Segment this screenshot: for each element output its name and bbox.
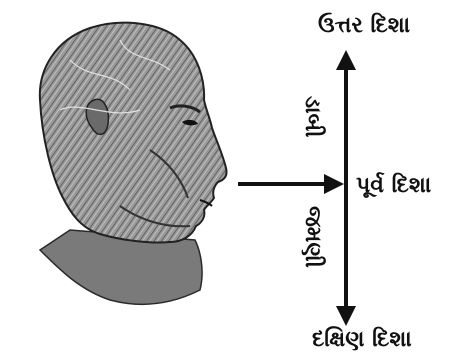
south-label: દક્ષિણ દિશા [312,326,412,352]
north-label: ઉત્તર દિશા [318,12,410,38]
right-side-label: જમણી [300,206,326,268]
anatomical-head-illustration [40,23,227,305]
left-side-label: ડાબી [300,96,326,137]
east-label: પૂર્વ દિશા [356,172,431,198]
head-profile [40,23,227,243]
